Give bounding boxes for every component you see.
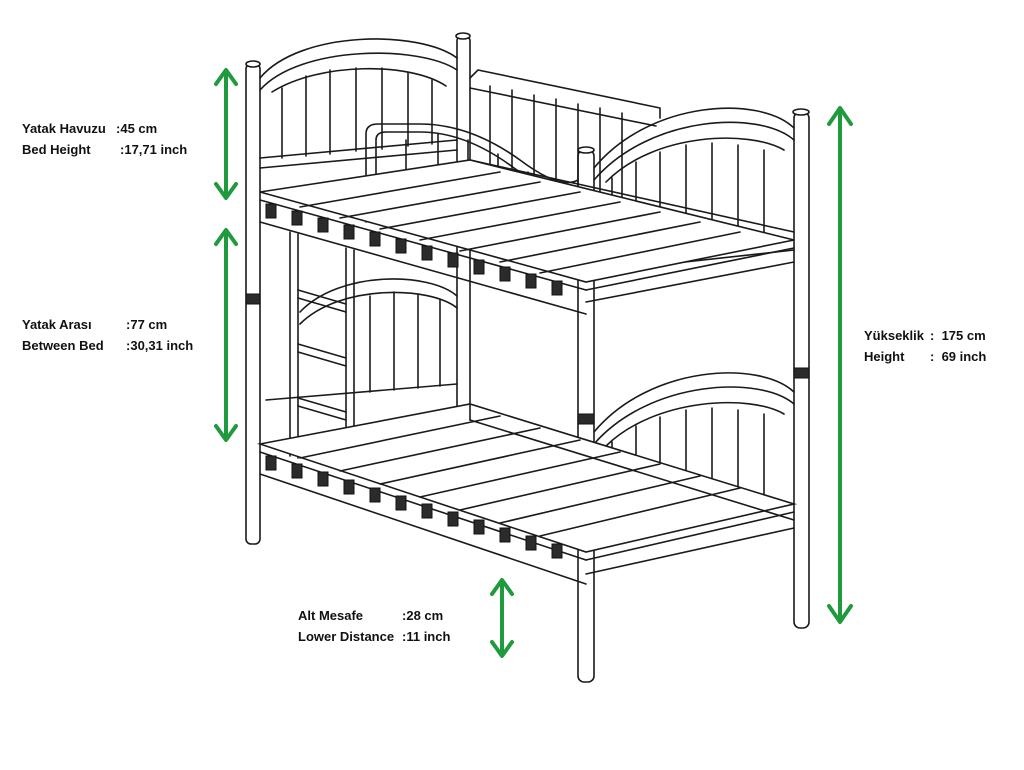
upper-slats [299, 171, 741, 274]
between-bed-value-cm: 77 cm [130, 317, 168, 332]
height-label-tr: Yükseklik [864, 328, 924, 343]
lower-distance-value-inch: 11 inch [406, 629, 451, 644]
bed-height-value-inch: 17,71 inch [124, 142, 188, 157]
lower-headboard [265, 278, 458, 401]
height-value-inch: 69 inch [941, 349, 987, 364]
post-ring [577, 413, 595, 425]
post-cap [577, 146, 595, 154]
lower-distance-label-en: Lower Distance [298, 629, 395, 644]
lower-distance-value-cm: 28 cm [406, 608, 444, 623]
between-bed-value-inch: 30,31 inch [130, 338, 194, 353]
between-bed-arrow [214, 228, 238, 442]
total-height-arrow [827, 106, 853, 624]
post-cap [245, 60, 261, 68]
post-cap [455, 32, 471, 40]
bed-height-value-cm: 45 cm [120, 121, 158, 136]
lower-distance-arrow [490, 578, 514, 658]
between-bed-label-tr: Yatak Arası [22, 317, 92, 332]
dimension-arrows [214, 68, 853, 658]
height-value-cm: 175 cm [941, 328, 986, 343]
height-label-en: Height [864, 349, 905, 364]
lower-distance-label: Alt Mesafe: 28 cm Lower Distance: 11 inc… [298, 605, 450, 647]
upper-side-pattern [265, 203, 563, 296]
upper-deck [259, 159, 795, 315]
lower-deck [256, 403, 798, 585]
height-label: Yükseklik: 175 cm Height: 69 inch [864, 325, 986, 367]
bed-posts [245, 32, 810, 683]
post-ring [245, 293, 261, 305]
bed-height-label: Yatak Havuzu: 45 cm Bed Height: 17,71 in… [22, 118, 187, 160]
post-cap [792, 108, 810, 116]
bed-height-label-en: Bed Height [22, 142, 91, 157]
between-bed-label: Yatak Arası: 77 cm Between Bed: 30,31 in… [22, 314, 193, 356]
lower-slats [299, 415, 741, 537]
between-bed-label-en: Between Bed [22, 338, 104, 353]
post-ring [793, 367, 810, 379]
upper-headboard [259, 38, 458, 169]
lower-side-pattern [265, 455, 563, 559]
bed-height-label-tr: Yatak Havuzu [22, 121, 106, 136]
bed-height-arrow [214, 68, 238, 200]
upper-back-rail [469, 69, 795, 233]
lower-distance-label-tr: Alt Mesafe [298, 608, 364, 623]
